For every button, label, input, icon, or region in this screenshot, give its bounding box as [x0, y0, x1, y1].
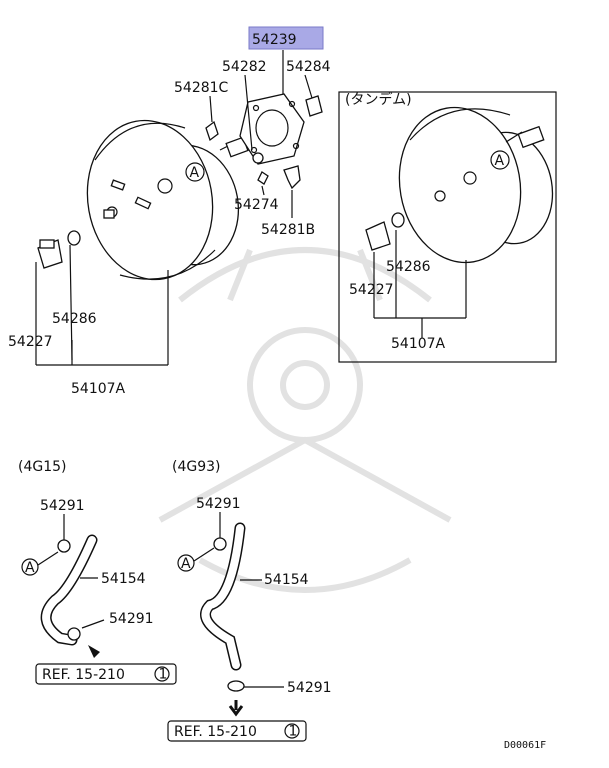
- highlight-box-54239: [248, 26, 324, 50]
- right-leaders: [373, 230, 467, 338]
- ref-box-4g93[interactable]: REF. 15-210 1: [167, 720, 307, 742]
- label-54281c[interactable]: 54281C: [174, 80, 229, 96]
- hose-4g15: [40, 534, 98, 646]
- left-check-valve: [37, 239, 63, 269]
- clamp-4g15-top: [57, 539, 71, 553]
- left-leaders: [35, 244, 169, 366]
- hose-4g93: [200, 522, 246, 671]
- arrow-4g15: [88, 645, 100, 658]
- svg-text:A: A: [25, 560, 35, 576]
- marker-a-left: A: [185, 162, 205, 182]
- top-leaders: [209, 50, 313, 218]
- marker-a-right: A: [490, 150, 510, 170]
- gasket-54239: [239, 93, 305, 165]
- tandem-title: (タンデム): [345, 91, 412, 108]
- tandem-box: [338, 91, 557, 363]
- label-4g15-54291-top[interactable]: 54291: [40, 498, 85, 514]
- arrow-4g93: [228, 700, 244, 717]
- ref-box-4g15[interactable]: REF. 15-210 1: [35, 663, 177, 685]
- clamp-4g15-bottom: [67, 627, 81, 641]
- right-check-valve: [365, 221, 391, 251]
- svg-text:A: A: [495, 153, 505, 169]
- label-left-54227[interactable]: 54227: [8, 334, 53, 350]
- right-brake-booster: [398, 106, 554, 264]
- label-54281b[interactable]: 54281B: [261, 222, 315, 238]
- watermark-emblem: [158, 247, 452, 593]
- label-right-54286[interactable]: 54286: [386, 259, 431, 275]
- nut-54284: [305, 95, 323, 117]
- right-grommet: [391, 212, 405, 228]
- washer-54282: [252, 152, 264, 164]
- label-4g93-54154[interactable]: 54154: [264, 572, 309, 588]
- marker-a-4g15: A: [21, 551, 59, 576]
- left-grommet: [67, 230, 81, 246]
- clevis-pin-54281c: [205, 120, 219, 142]
- left-brake-booster: [86, 119, 249, 281]
- label-right-54227[interactable]: 54227: [349, 282, 394, 298]
- label-4g93-54291-bottom[interactable]: 54291: [287, 680, 332, 696]
- label-left-54107a[interactable]: 54107A: [71, 381, 126, 397]
- hose-4g15-leaders: [63, 514, 105, 629]
- label-54284[interactable]: 54284: [286, 59, 331, 75]
- ref-text-4g93: REF. 15-210: [174, 724, 257, 740]
- label-4g15-54291-bottom[interactable]: 54291: [109, 611, 154, 627]
- label-4g15-54154[interactable]: 54154: [101, 571, 146, 587]
- document-code: D00061F: [504, 740, 546, 751]
- label-54239[interactable]: 54239: [252, 32, 297, 48]
- label-right-54107a[interactable]: 54107A: [391, 336, 446, 352]
- pin-54281b: [283, 165, 301, 190]
- ref-text-4g15: REF. 15-210: [42, 667, 125, 683]
- hose-4g93-leaders: [219, 512, 284, 688]
- engine-label-4g15: (4G15): [18, 459, 67, 475]
- marker-a-4g93: A: [177, 547, 215, 572]
- label-left-54286[interactable]: 54286: [52, 311, 97, 327]
- ref-circle-4g15: 1: [159, 667, 168, 683]
- label-54282[interactable]: 54282: [222, 59, 267, 75]
- svg-text:A: A: [181, 556, 191, 572]
- ref-circle-4g93: 1: [289, 724, 298, 740]
- svg-text:A: A: [190, 165, 200, 181]
- clip-54274: [257, 171, 269, 185]
- clamp-4g93-top: [213, 537, 227, 551]
- clamp-4g93-bottom: [227, 680, 245, 692]
- engine-label-4g93: (4G93): [172, 459, 221, 475]
- label-54274[interactable]: 54274: [234, 197, 279, 213]
- label-4g93-54291-top[interactable]: 54291: [196, 496, 241, 512]
